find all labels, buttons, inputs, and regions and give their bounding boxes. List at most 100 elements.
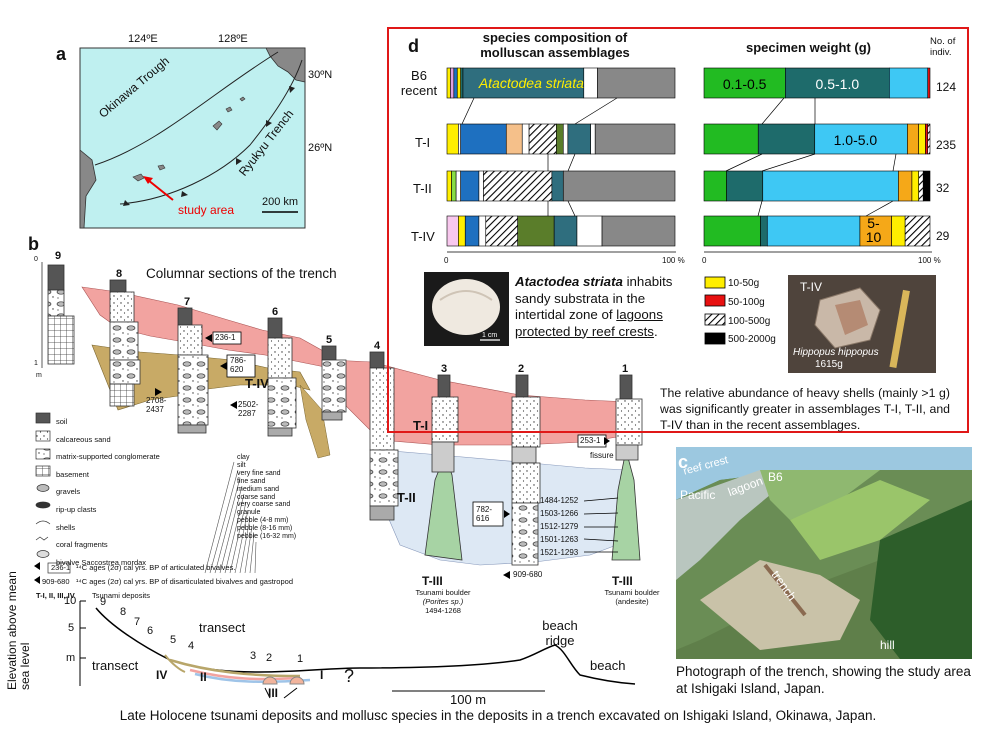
tp-3: 3 [250,650,257,662]
section-number: 5 [326,334,333,346]
panel-a-map [79,47,306,229]
label-pacific: Pacific [680,488,716,502]
panel-d-letter: d [408,36,419,56]
composition-segment [590,123,596,155]
section-number: 3 [441,363,448,375]
weight-segment [891,215,906,247]
weight-axis-0: 0 [702,256,707,265]
depth-unit: m [36,372,42,379]
weight-legend-500-2000: 500-2000g [728,334,776,346]
study-area-label: study area [178,203,235,217]
composition-segment [455,170,461,202]
weight-link [892,153,897,172]
composition-segment [456,67,461,99]
composition-segment [556,123,564,155]
date-786: 786-620 [230,356,247,374]
boulder-left-line2: (Porites sp.) [422,597,464,606]
weight-legend-50-100: 50-100g [728,296,765,308]
date-2708: 2708-2437 [146,396,167,414]
panel-b-sections [34,262,643,584]
tp-8: 8 [120,606,127,618]
indiv-count-t1: 235 [936,138,957,152]
weight-segment [907,123,920,155]
legend-coral: coral fragments [56,540,108,550]
atactodea-desc-body: inhabits sandy substrata in the intertid… [515,274,673,322]
composition-segment [483,170,553,202]
age-arrow-text: ¹⁴C ages (2σ) cal yrs. BP of disarticula… [76,577,293,586]
date-253: 253-1 [580,436,601,445]
transect-label-left: transect [92,658,139,673]
transect-label-top: transect [199,620,246,635]
deposit-label-t1: T-I [413,418,429,433]
beach-ridge-label: beach ridge [542,618,578,648]
indiv-count-t2: 32 [936,181,950,195]
boulder-right-desc: Tsunami boulder (andesite) [592,588,672,606]
date-2502: 2502-2287 [238,400,259,418]
row-label-t2: T-II [413,181,432,196]
composition-segment [517,215,555,247]
weight-segment [918,123,926,155]
grain-clay: clay [237,454,250,461]
weight-bar-label: 0.1-0.5 [723,76,767,92]
tp-5: 5 [170,634,177,646]
weight-segment [918,170,924,202]
composition-segment [505,123,523,155]
photo-weight: 1615g [815,359,843,370]
panel-c-caption: Photograph of the trench, showing the st… [676,664,971,696]
composition-title: species composition of molluscan assembl… [480,30,630,60]
weight-segment [925,123,929,155]
transect-iv: IV [156,668,168,682]
legend-soil: soil [56,417,68,426]
panel-d-frame [387,27,969,433]
columnar-title: Columnar sections of the trench [146,266,337,281]
deposit-key: T-I, II, III, IV [36,591,75,600]
row-label-t4: T-IV [411,229,435,244]
composition-link [567,153,576,172]
weight-link [761,153,816,172]
weight-segment [904,215,931,247]
composition-segment [446,67,451,99]
figure-caption: Late Holocene tsunami deposits and mollu… [119,708,877,723]
map-scale-label: 200 km [262,196,299,208]
weight-bar-label: 1.0-5.0 [834,132,878,148]
atactodea-description: Atactodea striata inhabits sandy substra… [515,274,695,340]
composition-segment [521,123,530,155]
atactodea-bar-label: Atactodea striata [478,75,584,91]
composition-link [567,200,576,217]
composition-segment [460,123,507,155]
label-hill: hill [880,638,895,652]
depth-bottom: 1 [34,360,38,367]
weight-link [761,97,785,125]
date-1503: 1503-1266 [540,509,579,518]
weight-segment [703,170,727,202]
composition-segment [528,123,557,155]
row-label-t1: T-I [415,135,431,150]
panel-a-letter: a [56,44,67,64]
photo-t4-label: T-IV [800,280,823,294]
grain-silt: silt [237,461,246,469]
legend-saccostrea: bivalve Saccostrea mordax [56,557,147,567]
comp-axis-100: 100 % [662,256,685,265]
boulder-right-line2: (andesite) [615,597,649,606]
legend-gravels: gravels [56,487,81,497]
atactodea-shell-photo [424,272,509,346]
species-composition-chart: Atactodea striata [446,67,676,247]
section-number: 8 [116,268,123,280]
grain-granule: granule [237,509,261,517]
transect-iii: III [268,686,279,700]
composition-segment [460,67,464,99]
age-box-example: 236-1 [51,563,71,572]
panel-b-transect [79,600,636,699]
date-909-right: 909-680 [513,570,543,579]
y-tick-10: 10 [64,595,77,607]
grain-vfs: very fine sand [237,469,281,477]
boulder-left-desc: Tsunami boulder (Porites sp.) 1494-1268 [403,588,483,615]
weight-segment [760,215,768,247]
weight-segment [762,170,899,202]
transect-scale: 100 m [450,692,487,707]
weight-legend-100-500: 100-500g [728,315,771,327]
weight-segment [757,123,816,155]
legend-shells: shells [56,522,76,532]
tp-9: 9 [100,596,107,608]
